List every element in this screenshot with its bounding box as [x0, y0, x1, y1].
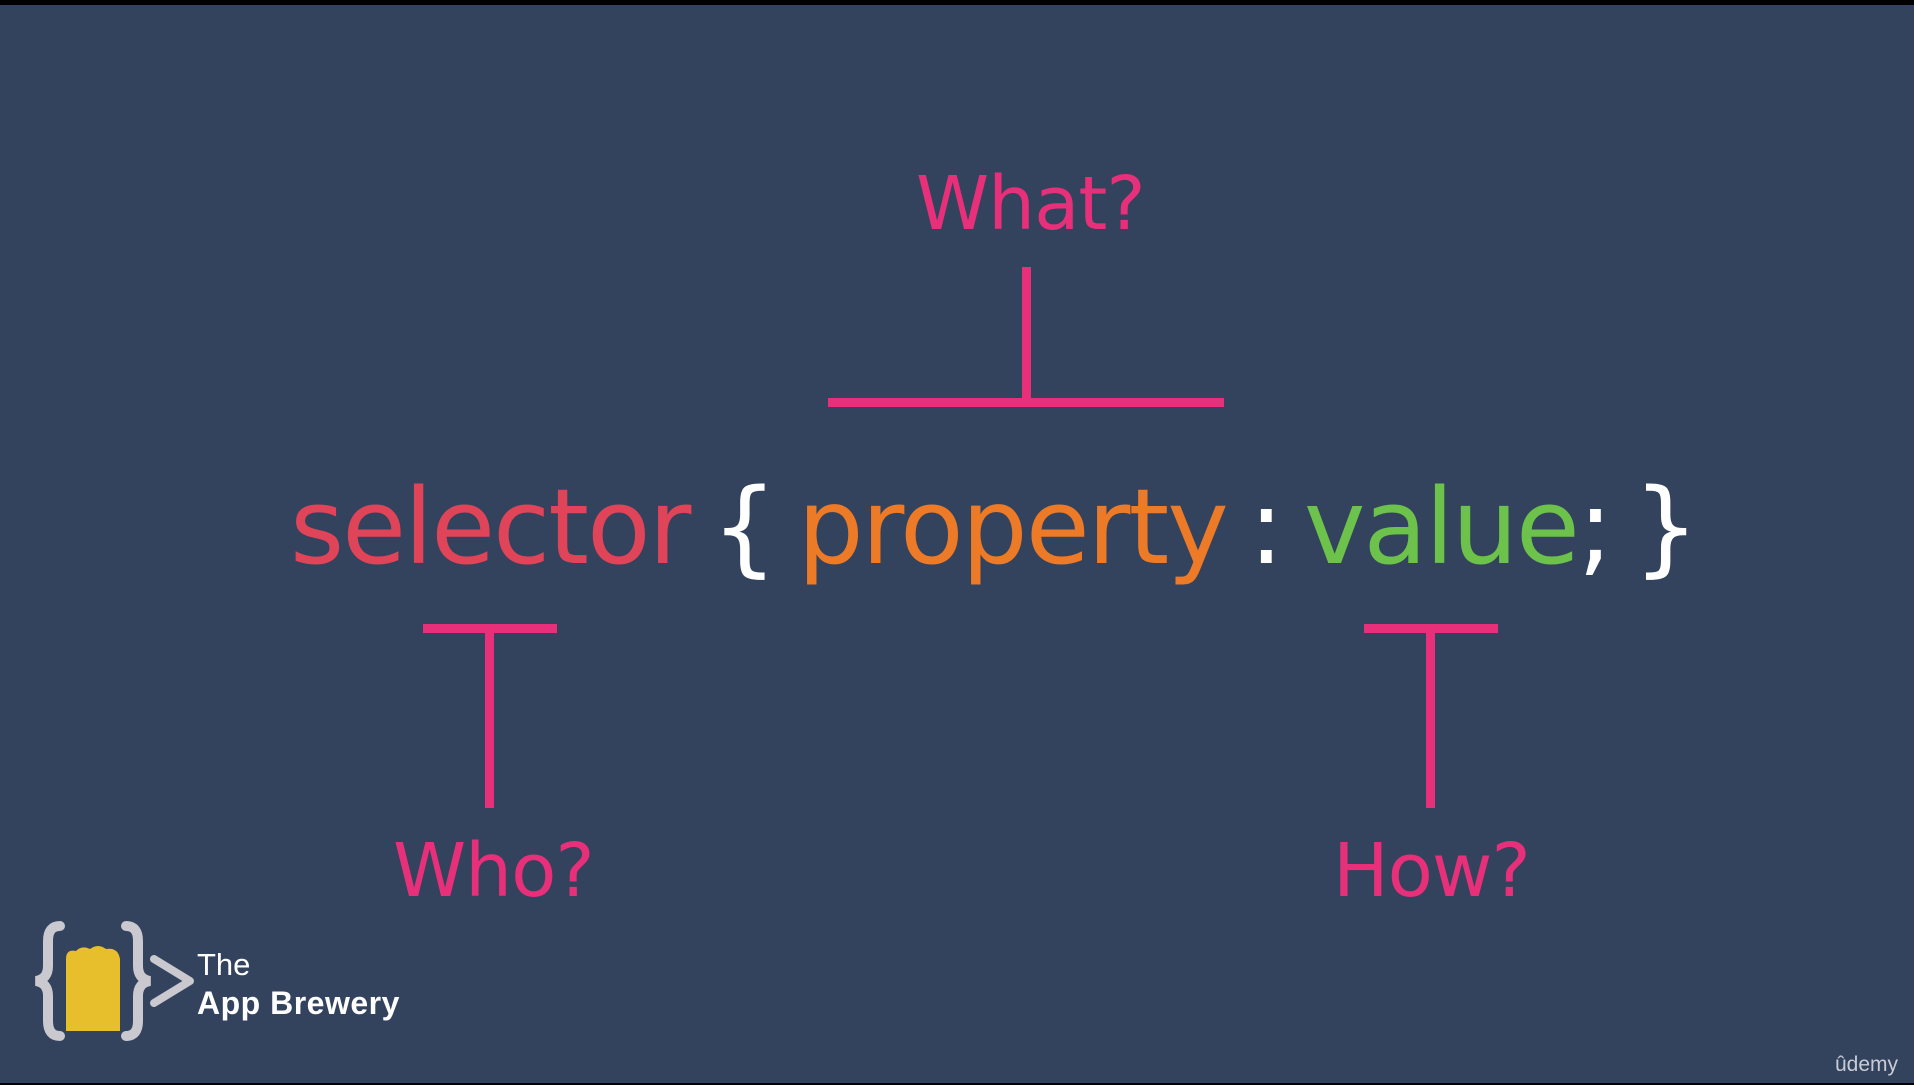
selector-token: selector — [290, 466, 691, 588]
colon-token: : — [1248, 466, 1284, 588]
who-connector-stem — [485, 624, 494, 808]
value-token: value — [1303, 466, 1580, 588]
close-brace-token: } — [1632, 466, 1699, 588]
logo-text-app-brewery: App Brewery — [197, 985, 400, 1021]
logo-text-the: The — [197, 947, 251, 982]
udemy-watermark: ûdemy — [1834, 1053, 1898, 1076]
app-brewery-logo-icon — [34, 921, 194, 1041]
slide: What? selector{property:value;} Who? How… — [0, 5, 1914, 1083]
what-connector-stem — [1022, 267, 1031, 405]
what-label: What? — [916, 161, 1146, 247]
open-brace-token: { — [711, 466, 777, 588]
who-label: Who? — [393, 828, 595, 914]
semicolon-token: ; — [1577, 466, 1613, 588]
how-label: How? — [1333, 828, 1531, 914]
property-token: property — [797, 466, 1229, 588]
how-connector-stem — [1426, 624, 1435, 808]
css-rule-syntax: selector{property:value;} — [290, 466, 1699, 588]
what-connector-crossbar — [828, 398, 1224, 407]
